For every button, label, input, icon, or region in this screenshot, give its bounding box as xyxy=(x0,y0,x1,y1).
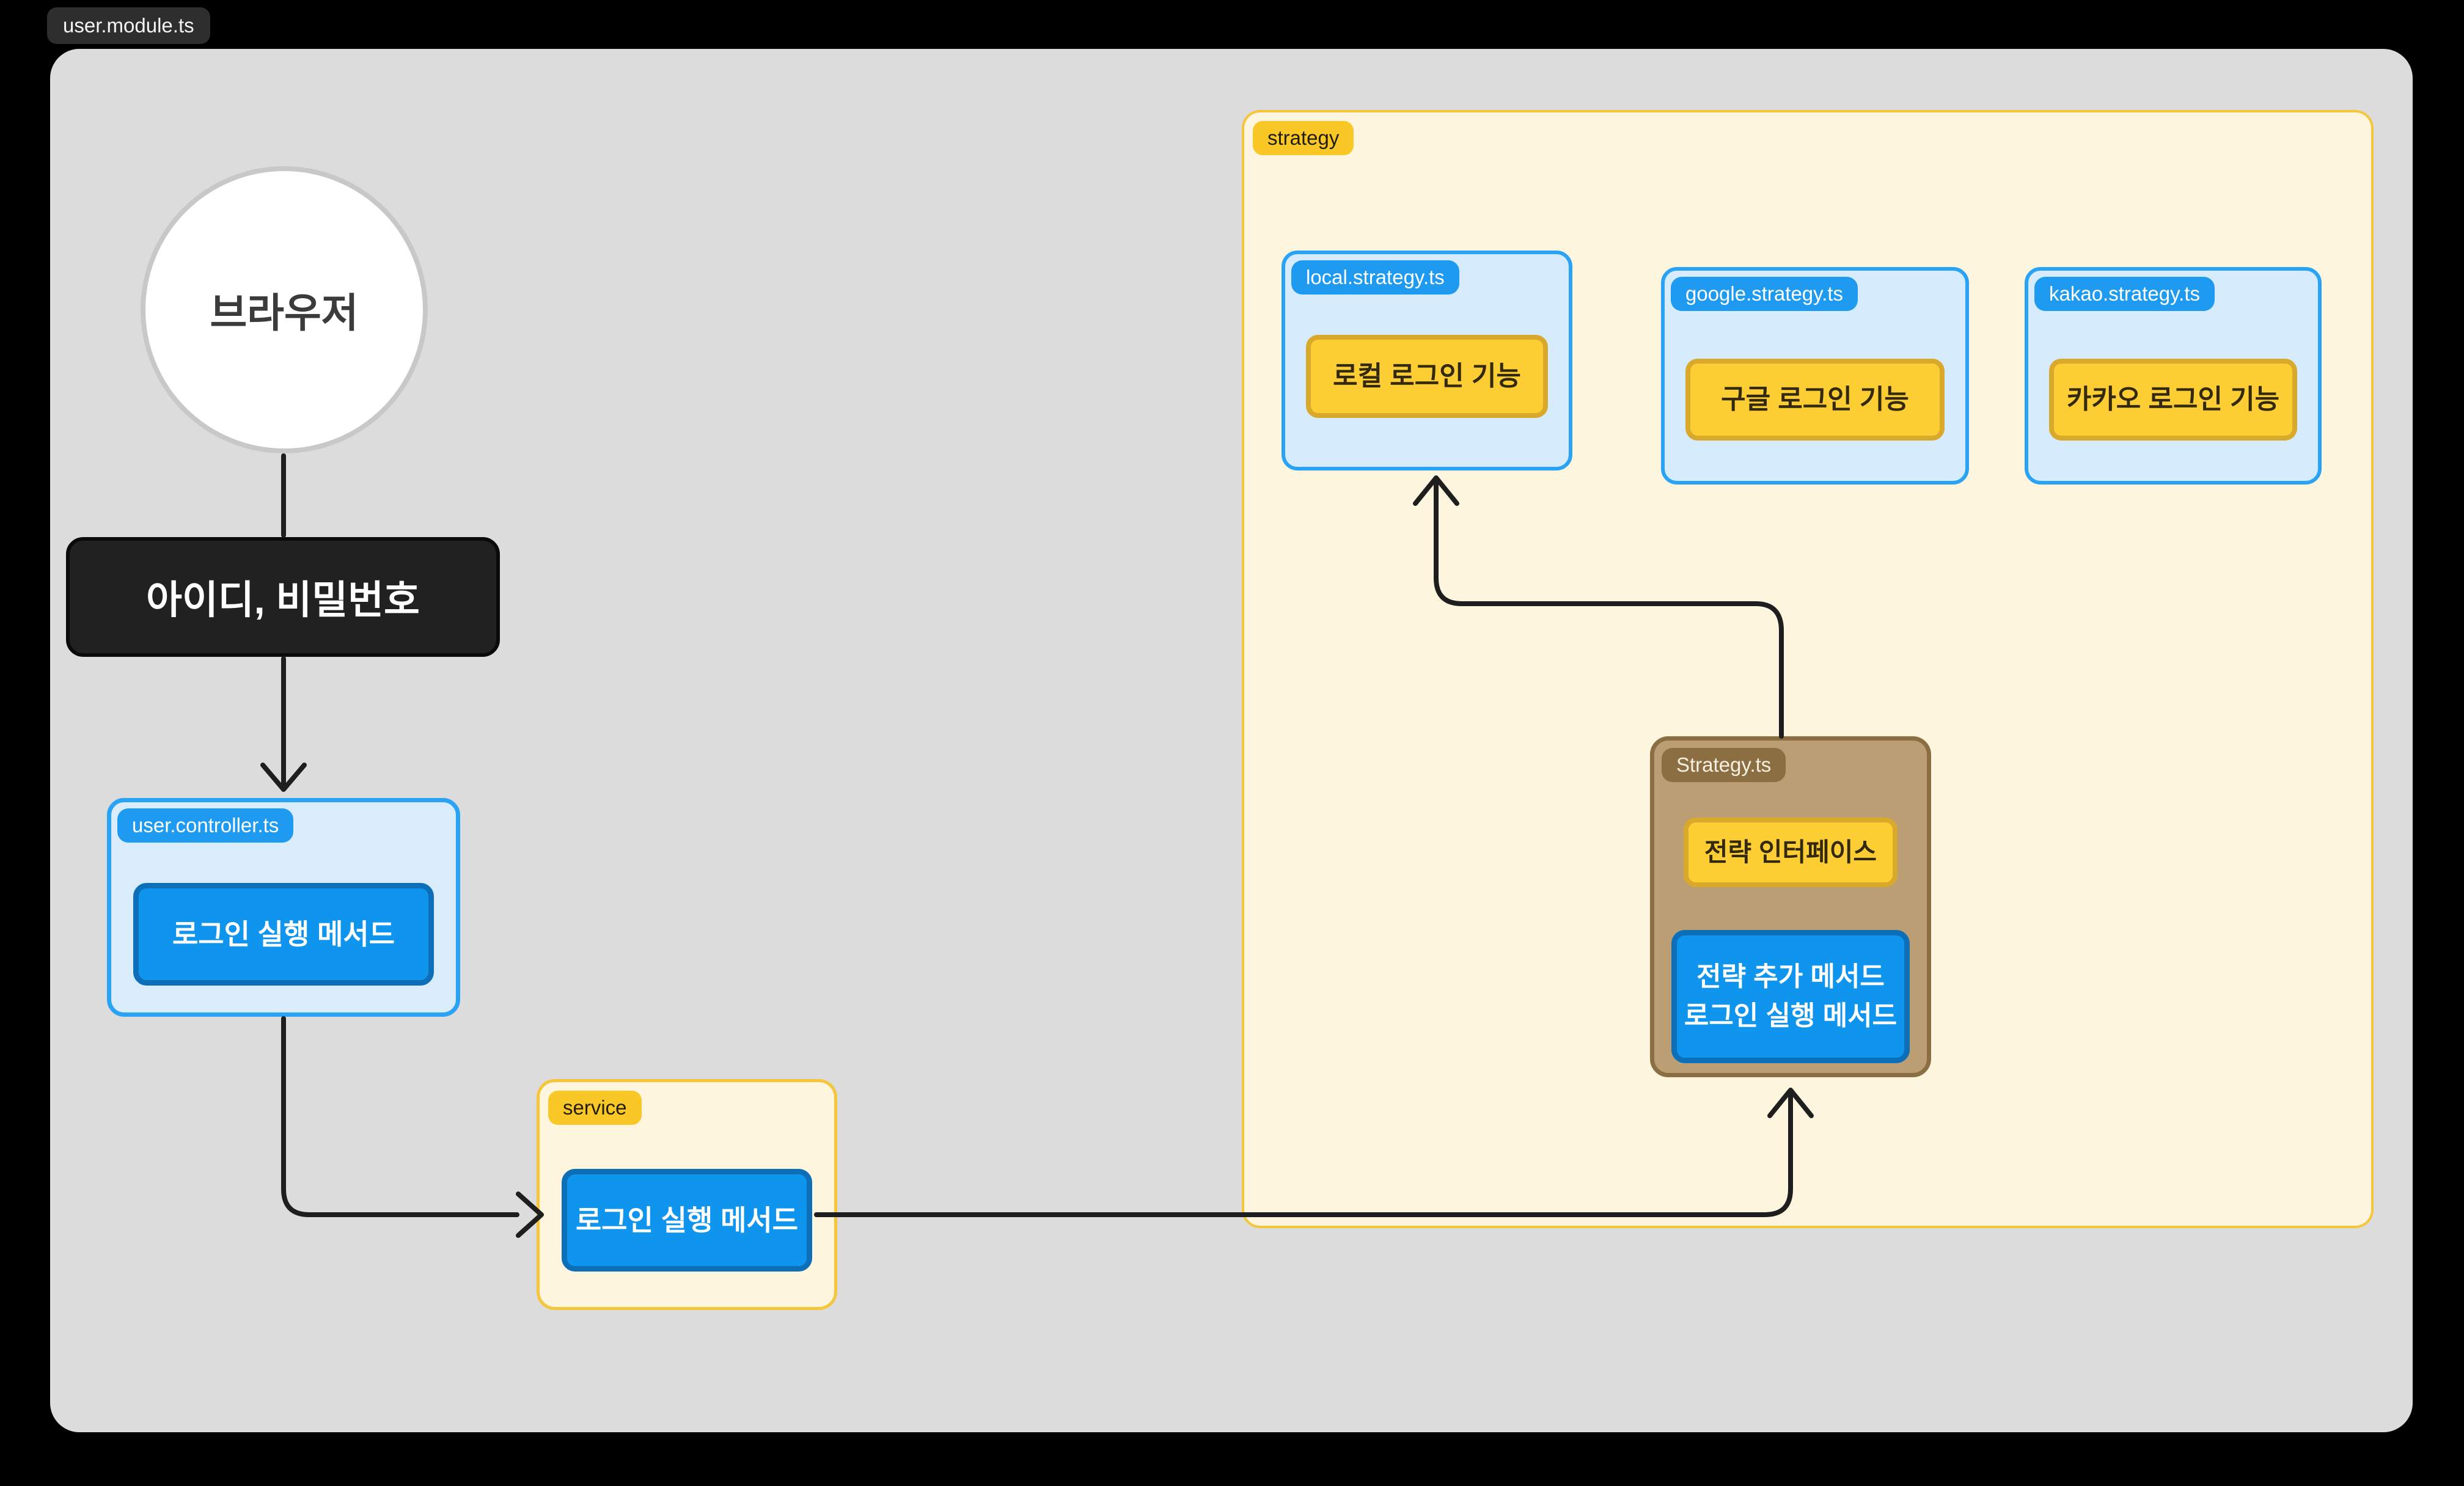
strategy-file-badge: Strategy.ts xyxy=(1662,748,1786,782)
browser-node-label: 브라우저 xyxy=(210,290,359,335)
strategy-group-badge: strategy xyxy=(1253,121,1354,155)
service-login-method-node: 로그인 실행 메서드 xyxy=(562,1169,812,1272)
kakao-login-feature-node: 카카오 로그인 기능 xyxy=(2049,359,2297,441)
local-strategy-box: local.strategy.ts 로컬 로그인 기능 xyxy=(1282,251,1572,470)
service-login-method-label: 로그인 실행 메서드 xyxy=(575,1204,799,1236)
strategy-interface-node: 전략 인터페이스 xyxy=(1684,818,1898,887)
strategy-file-box: Strategy.ts 전략 인터페이스 전략 추가 메서드 로그인 실행 메서… xyxy=(1650,736,1931,1077)
google-strategy-box: google.strategy.ts 구글 로그인 기능 xyxy=(1661,267,1969,485)
controller-file-badge: user.controller.ts xyxy=(117,808,294,843)
kakao-strategy-box: kakao.strategy.ts 카카오 로그인 기능 xyxy=(2025,267,2322,485)
google-login-feature-label: 구글 로그인 기능 xyxy=(1721,384,1909,415)
strategy-login-method-label: 로그인 실행 메서드 xyxy=(1684,1001,1898,1031)
strategy-interface-label: 전략 인터페이스 xyxy=(1704,837,1877,866)
controller-login-method-node: 로그인 실행 메서드 xyxy=(133,883,434,986)
local-strategy-file-badge: local.strategy.ts xyxy=(1291,260,1459,295)
service-badge: service xyxy=(548,1091,642,1125)
local-login-feature-label: 로컬 로그인 기능 xyxy=(1333,361,1521,392)
local-login-feature-node: 로컬 로그인 기능 xyxy=(1306,335,1548,418)
browser-node: 브라우저 xyxy=(141,166,428,453)
controller-login-method-label: 로그인 실행 메서드 xyxy=(172,918,395,950)
kakao-login-feature-label: 카카오 로그인 기능 xyxy=(2066,384,2280,415)
credentials-node-label: 아이디, 비밀번호 xyxy=(146,578,420,622)
controller-box: user.controller.ts 로그인 실행 메서드 xyxy=(107,798,460,1017)
module-file-label: user.module.ts xyxy=(47,7,210,44)
google-login-feature-node: 구글 로그인 기능 xyxy=(1685,359,1945,441)
strategy-methods-node: 전략 추가 메서드 로그인 실행 메서드 xyxy=(1671,930,1910,1063)
strategy-add-method-label: 전략 추가 메서드 xyxy=(1696,962,1885,992)
service-box: service 로그인 실행 메서드 xyxy=(537,1079,837,1310)
google-strategy-file-badge: google.strategy.ts xyxy=(1671,277,1858,311)
credentials-node: 아이디, 비밀번호 xyxy=(66,537,500,657)
kakao-strategy-file-badge: kakao.strategy.ts xyxy=(2034,277,2215,311)
